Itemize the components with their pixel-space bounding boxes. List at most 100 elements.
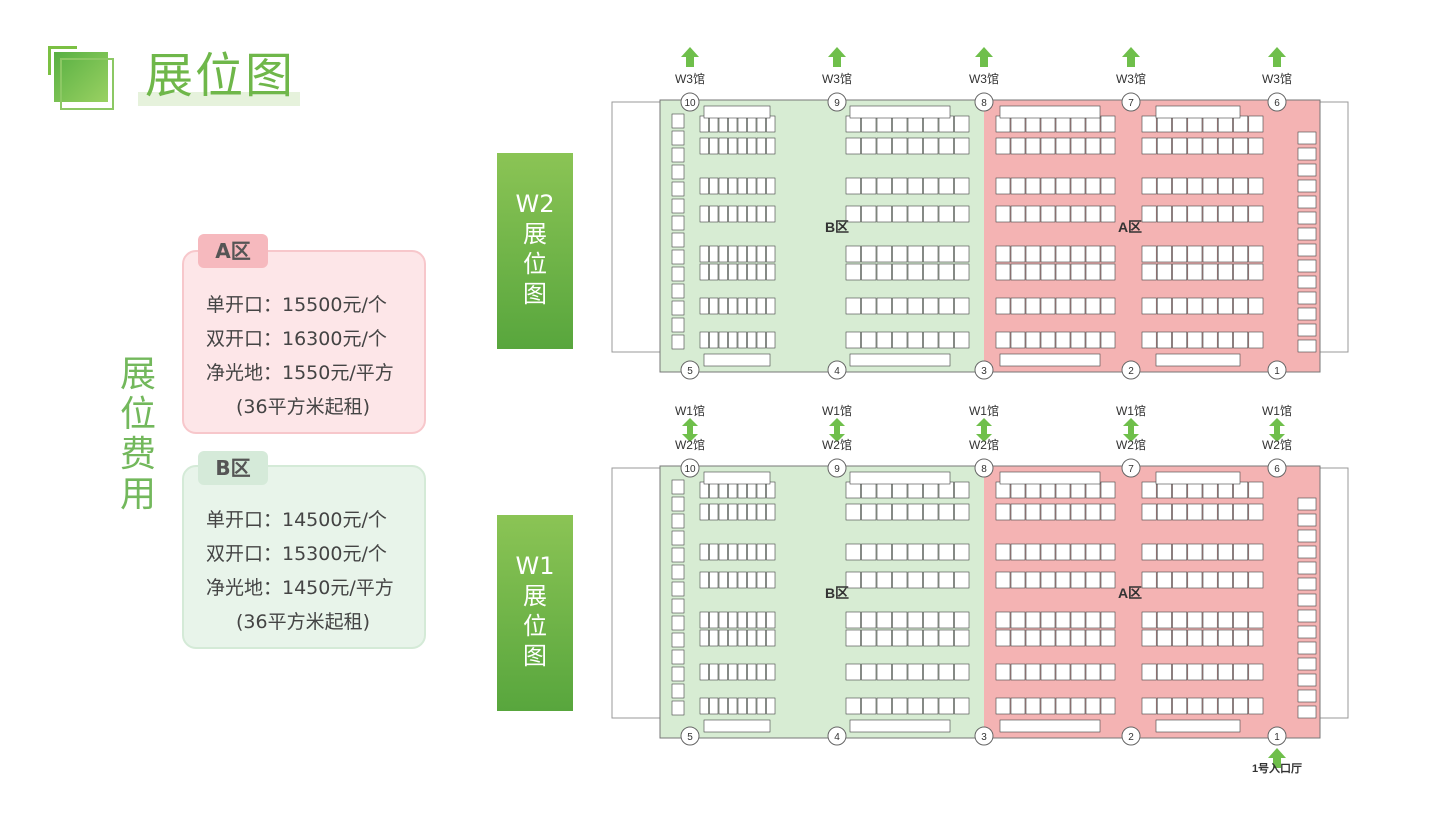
booth-cell <box>845 611 861 629</box>
title-icon <box>48 46 114 110</box>
booth-strip <box>703 105 771 119</box>
booth-cell <box>907 697 923 715</box>
booth-cell <box>671 649 685 665</box>
link-label-w1: W1馆 <box>1116 403 1146 418</box>
gate-number: 9 <box>834 464 840 475</box>
booth-cell <box>845 177 861 195</box>
booth-cell <box>1040 663 1056 681</box>
booth-cell <box>954 115 970 133</box>
booth-cell <box>1100 543 1116 561</box>
booth-cell <box>892 331 908 349</box>
booth-cell <box>907 663 923 681</box>
booth-cell <box>876 543 892 561</box>
booth-cell <box>1010 571 1026 589</box>
booth-cell <box>1025 137 1041 155</box>
booth-cell <box>1202 503 1218 521</box>
booth-cell <box>699 205 709 223</box>
booth-cell <box>747 205 757 223</box>
booth-cell <box>718 611 728 629</box>
arrow-updown-icon <box>1269 418 1285 442</box>
booth-cell <box>766 115 776 133</box>
booth-cell <box>728 481 738 499</box>
booth-cell <box>892 543 908 561</box>
booth-strip <box>1155 105 1241 119</box>
booth-cell <box>1172 115 1188 133</box>
booth-cell <box>1070 297 1086 315</box>
booth-cell <box>737 571 747 589</box>
booth-cell <box>1217 663 1233 681</box>
booth-cell <box>923 663 939 681</box>
gate-circle <box>680 360 700 380</box>
booth-cell <box>1070 137 1086 155</box>
booth-cell <box>954 331 970 349</box>
gate-circle <box>1267 92 1287 112</box>
booth-cell <box>671 198 685 214</box>
booth-cell <box>718 503 728 521</box>
booth-cell <box>938 331 954 349</box>
booth-cell <box>1055 115 1071 133</box>
booth-cell <box>1055 205 1071 223</box>
booth-cell <box>861 263 877 281</box>
entrance-arrow-icon <box>1268 748 1286 768</box>
booth-cell <box>1100 297 1116 315</box>
booth-cell <box>1297 657 1317 671</box>
booth-cell <box>995 543 1011 561</box>
booth-cell <box>756 543 766 561</box>
booth-strip <box>1155 719 1241 733</box>
booth-strip <box>703 353 771 367</box>
booth-cell <box>861 697 877 715</box>
price-line: 净光地：1450元/平方 <box>206 577 394 599</box>
booth-cell <box>1297 641 1317 655</box>
booth-cell <box>1248 177 1264 195</box>
booth-cell <box>995 611 1011 629</box>
booth-cell <box>1156 177 1172 195</box>
booth-cell <box>907 205 923 223</box>
booth-cell <box>1070 697 1086 715</box>
booth-cell <box>709 697 719 715</box>
fee-heading-char: 用 <box>119 474 156 515</box>
booth-cell <box>1233 481 1249 499</box>
booth-cell <box>907 177 923 195</box>
booth-cell <box>728 205 738 223</box>
booth-cell <box>1025 611 1041 629</box>
booth-cell <box>718 663 728 681</box>
booth-cell <box>1297 211 1317 225</box>
booth-cell <box>861 297 877 315</box>
booth-cell <box>671 632 685 648</box>
gate-number: 3 <box>981 732 987 743</box>
booth-cell <box>766 205 776 223</box>
booth-cell <box>1187 611 1203 629</box>
zone-a-label: A区 <box>1118 219 1142 235</box>
gate-number: 10 <box>684 464 696 475</box>
booth-cell <box>923 331 939 349</box>
booth-cell <box>737 331 747 349</box>
booth-cell <box>766 571 776 589</box>
hall-label-text: 位 <box>523 612 547 640</box>
booth-cell <box>1055 697 1071 715</box>
booth-cell <box>1187 245 1203 263</box>
booth-cell <box>1025 115 1041 133</box>
booth-cell <box>718 629 728 647</box>
booth-cell <box>709 331 719 349</box>
booth-cell <box>995 115 1011 133</box>
booth-cell <box>861 543 877 561</box>
booth-cell <box>1297 673 1317 687</box>
booth-cell <box>1172 245 1188 263</box>
booth-cell <box>907 297 923 315</box>
gate-circle <box>680 92 700 112</box>
booth-cell <box>1217 503 1233 521</box>
booth-cell <box>1085 571 1101 589</box>
booth-cell <box>1217 481 1233 499</box>
booth-cell <box>737 263 747 281</box>
booth-cell <box>907 263 923 281</box>
booth-strip <box>849 105 951 119</box>
gate-circle <box>1267 458 1287 478</box>
booth-cell <box>907 611 923 629</box>
booth-cell <box>699 331 709 349</box>
booth-cell <box>876 571 892 589</box>
booth-cell <box>671 666 685 682</box>
booth-cell <box>747 331 757 349</box>
booth-cell <box>728 503 738 521</box>
gate-circle <box>680 726 700 746</box>
booth-cell <box>876 331 892 349</box>
